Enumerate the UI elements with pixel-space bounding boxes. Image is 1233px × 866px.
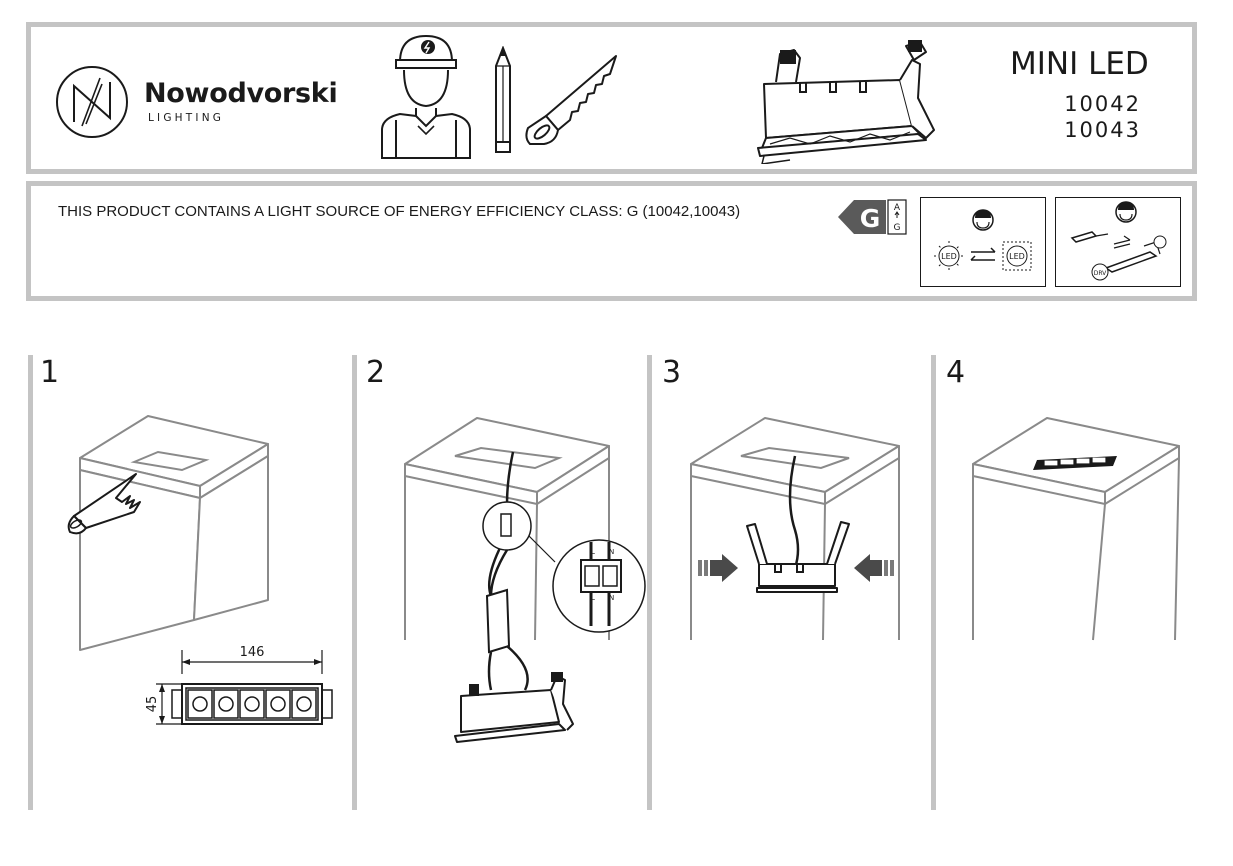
energy-class-letter: G	[860, 204, 881, 233]
energy-scale-top: A	[894, 203, 901, 213]
step-divider	[647, 355, 652, 810]
wire-label-l: L	[591, 548, 595, 556]
led-swap-icon: LED LED	[934, 209, 1032, 271]
dimension-height: 45	[145, 696, 160, 713]
product-title: MINI LED	[1010, 46, 1149, 82]
wire-label-l: L	[591, 594, 595, 602]
step-1-cutout-illustration: 146 45	[67, 415, 333, 725]
brand-subtitle: LIGHTING	[148, 112, 225, 124]
energy-class-text: THIS PRODUCT CONTAINS A LIGHT SOURCE OF …	[58, 203, 741, 220]
step-divider	[931, 355, 936, 810]
dimension-width: 146	[240, 645, 265, 660]
pencil-icon	[495, 46, 511, 153]
driver-connect-icon: DRV	[1070, 201, 1167, 281]
wire-label-n: N	[609, 548, 614, 556]
led-badge-label: LED	[1009, 252, 1025, 261]
driver-badge-label: DRV	[1094, 270, 1107, 277]
led-fixture-icon	[757, 40, 935, 164]
brand-logo-icon	[56, 66, 128, 138]
brand-name: Nowodvorski	[144, 78, 338, 109]
installer-icon	[381, 34, 471, 159]
arrow-right-icon	[698, 554, 738, 582]
step-divider	[352, 355, 357, 810]
step-number: 2	[366, 355, 386, 390]
led-badge-label: LED	[941, 252, 957, 261]
product-code: 10042	[1064, 92, 1141, 116]
header-panel	[26, 22, 1197, 174]
step-3-mount-illustration	[690, 417, 900, 641]
product-code: 10043	[1064, 118, 1141, 142]
step-2-wiring-illustration: L N L N	[404, 417, 646, 743]
saw-icon	[525, 55, 617, 145]
step-divider	[28, 355, 33, 810]
step-number: 4	[946, 355, 966, 390]
energy-label-icon: G A G	[838, 199, 907, 235]
step-number: 1	[40, 355, 60, 390]
step-4-installed-illustration	[972, 417, 1180, 641]
arrow-left-icon	[854, 554, 894, 582]
wire-label-n: N	[609, 594, 614, 602]
step-number: 3	[662, 355, 682, 390]
energy-scale-bottom: G	[894, 223, 901, 233]
